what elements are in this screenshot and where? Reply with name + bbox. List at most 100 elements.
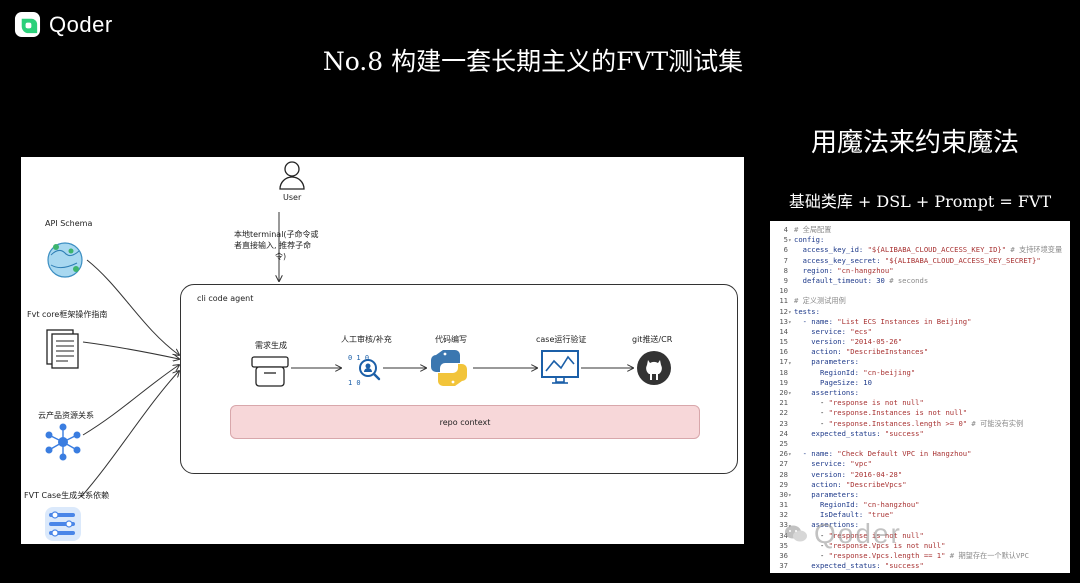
line-number: 5 [783,235,788,245]
code-token: "cn-hangzhou" [837,265,894,275]
user-label: User [283,193,302,202]
code-line: - "response is not null" [794,531,1066,541]
line-number: 18 [779,367,788,377]
code-line: PageSize: 10 [794,378,1066,388]
code-line: config: [794,235,1066,245]
line-number: 7 [783,255,788,265]
watermark-text: Qoder [814,518,902,549]
code-token: parameters: [794,489,859,499]
code-line: - "response.Instances is not null" [794,408,1066,418]
line-number: 11 [779,296,788,306]
code-token: "response.Instances is not null" [828,408,968,418]
line-number: 25 [779,438,788,448]
code-token: # 可能没有实例 [967,418,1024,428]
line-number: 31 [779,500,788,510]
code-token: "response.Instances.length >= 0" [828,418,968,428]
svg-text:1 0: 1 0 [348,379,361,387]
repo-context-box: repo context [230,405,700,439]
code-line: # 定义测试用例 [794,296,1066,306]
code-token: service: [794,459,851,469]
code-line: expected_status: "success" [794,561,1066,571]
code-token: - name: [794,449,838,459]
code-token: config: [794,235,825,245]
code-token: parameters: [794,357,859,367]
code-line: assertions: [794,520,1066,530]
python-icon [431,350,467,386]
resource-network-icon [45,423,81,461]
slide-formula: 基础类库 + DSL + Prompt = FVT [788,192,1052,211]
code-line: RegionId: "cn-beijing" [794,368,1066,378]
code-line: - name: "Check Default VPC in Hangzhou" [794,449,1066,459]
user-icon [279,161,305,190]
source-arrow-2 [82,341,179,359]
code-line: IsDefault: "true" [794,510,1066,520]
code-token: action: [794,479,846,489]
step-label-review: 人工审核/补充 [341,335,392,344]
code-token: RegionId: [794,367,864,377]
watermark: Qoder [784,518,902,550]
workflow-diagram: 0 1 0 1 0 repo cont [21,157,744,544]
code-token: "vpc" [850,459,872,469]
fold-toggle-icon[interactable]: ▾ [788,308,792,316]
chart-monitor-icon [541,350,579,384]
code-line: action: "DescribeVpcs" [794,480,1066,490]
code-token: tests: [794,306,820,316]
line-number: 13 [779,316,788,326]
code-token: PageSize: [794,377,864,387]
review-search-icon: 0 1 0 1 0 [348,354,381,387]
code-token: "2014-05-26" [850,337,903,347]
code-token: # seconds [884,275,929,285]
fold-toggle-icon[interactable]: ▾ [788,359,792,367]
code-line: service: "ecs" [794,327,1066,337]
code-line: assertions: [794,388,1066,398]
line-number: 19 [779,377,788,387]
code-line: # 全局配置 [794,225,1066,235]
source-arrow-3 [82,365,179,436]
code-line: tests: [794,307,1066,317]
line-number: 34 [779,530,788,540]
line-number: 27 [779,459,788,469]
fold-toggle-icon[interactable]: ▾ [788,451,792,459]
code-line: action: "DescribeInstances" [794,347,1066,357]
code-token: expected_status: [794,428,885,438]
code-token: 10 [863,377,872,387]
step-label-git-push: git推送/CR [632,335,673,344]
code-token: "response.Vpcs.length == 1" [828,551,946,560]
source-label-api-schema: API Schema [45,219,93,228]
line-number: 28 [779,469,788,479]
code-token: IsDefault: [794,510,868,520]
fold-toggle-icon[interactable]: ▾ [788,318,792,326]
code-line: parameters: [794,357,1066,367]
source-label-case-dependency: FVT Case生成关系依赖 [24,491,110,500]
line-number: 9 [783,275,788,285]
line-number: 21 [779,398,788,408]
svg-text:0 1 0: 0 1 0 [348,354,369,362]
source-label-fvt-core: Fvt core框架操作指南 [27,310,108,319]
fold-toggle-icon[interactable]: ▾ [788,237,792,245]
code-token: assertions: [794,520,859,530]
code-token: "response is not null" [828,398,924,408]
code-token: - [794,540,829,550]
code-token: "Check Default VPC in Hangzhou" [837,449,972,459]
github-icon [637,351,671,385]
code-token: "ecs" [850,326,872,336]
code-token: expected_status: [794,561,885,571]
code-line [794,286,1066,296]
code-line: - "response is not null" [794,398,1066,408]
document-icon [46,329,79,369]
terminal-label-3: 令) [275,252,287,261]
code-token: assertions: [794,388,859,397]
fold-toggle-icon[interactable]: ▾ [788,492,792,500]
line-number: 10 [779,286,788,296]
step-label-coding: 代码编写 [435,335,467,344]
fold-toggle-icon[interactable]: ▾ [788,390,792,398]
line-number: 22 [779,408,788,418]
code-line: default_timeout: 30 # seconds [794,276,1066,286]
code-line: region: "cn-hangzhou" [794,266,1066,276]
code-token: "cn-beijing" [863,367,916,377]
code-token: "DescribeInstances" [845,347,929,357]
line-number: 36 [779,551,788,560]
api-schema-icon [47,242,83,278]
code-line: service: "vpc" [794,459,1066,469]
code-token: 30 [876,275,885,285]
